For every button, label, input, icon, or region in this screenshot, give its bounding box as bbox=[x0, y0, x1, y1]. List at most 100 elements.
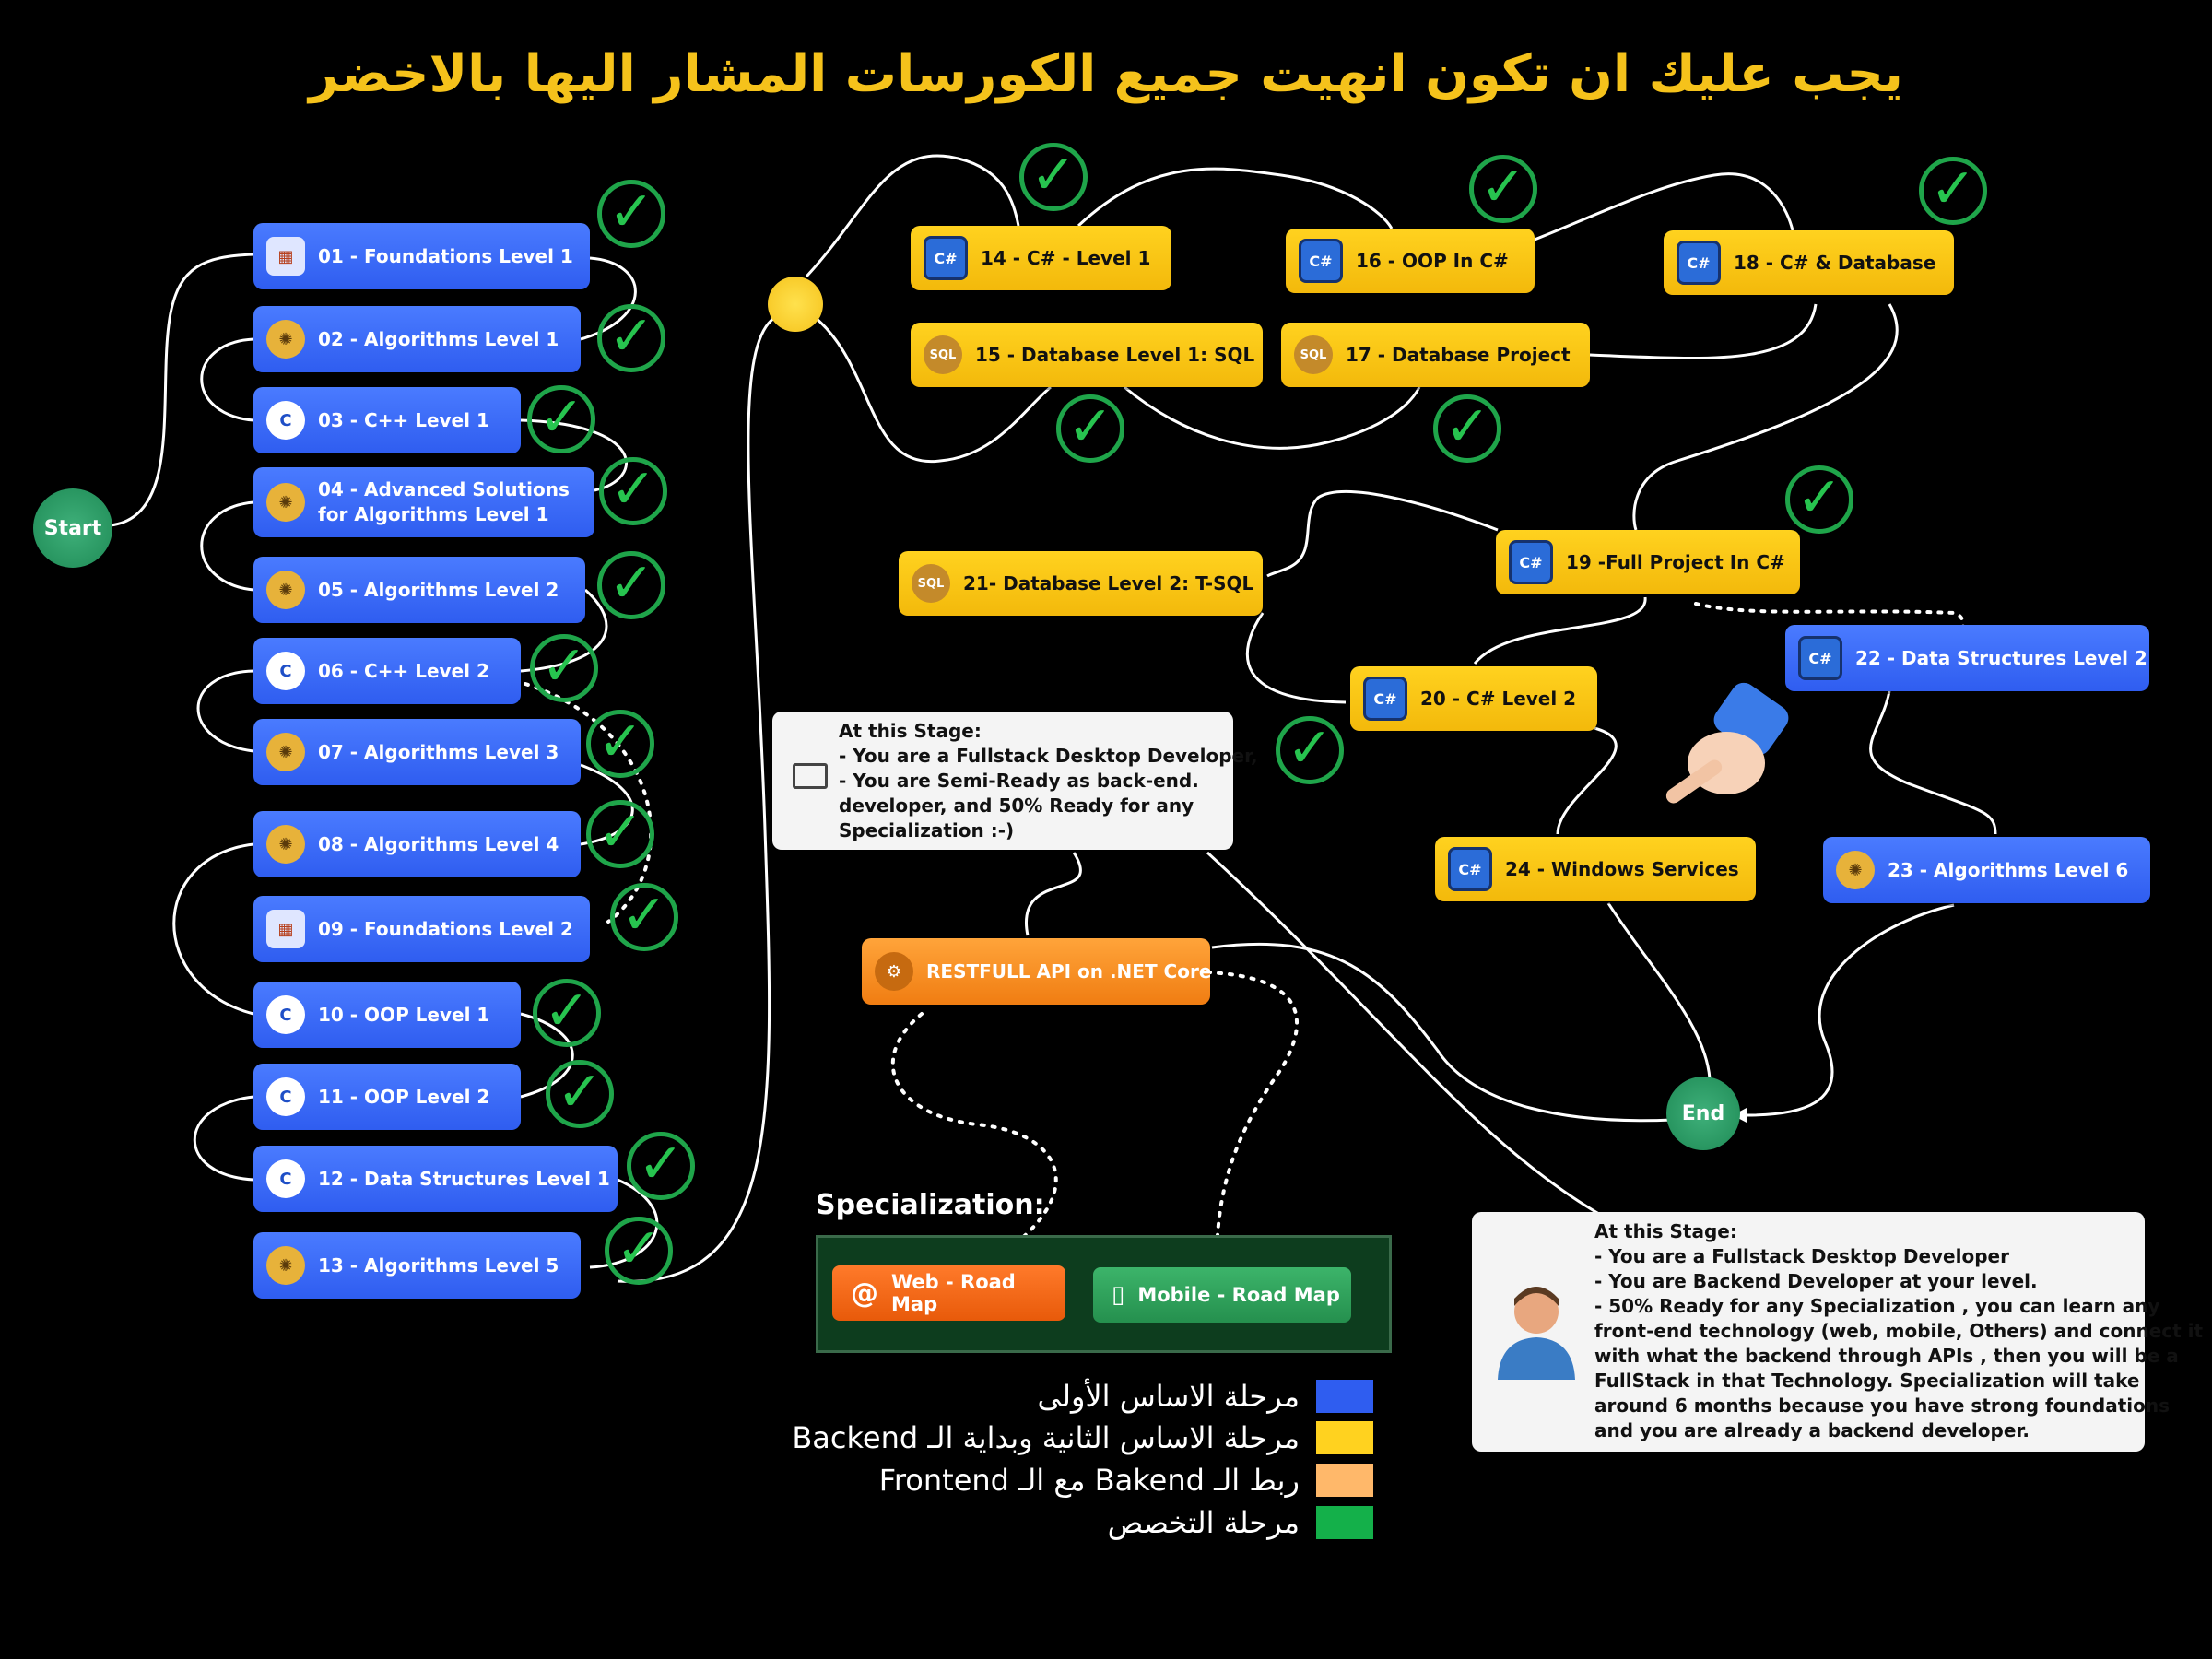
course-12[interactable]: C 12 - Data Structures Level 1 bbox=[253, 1146, 618, 1212]
course-23[interactable]: ✺ 23 - Algorithms Level 6 bbox=[1823, 837, 2150, 903]
end-label: End bbox=[1681, 1101, 1725, 1125]
completed-check-icon: ✓ bbox=[597, 180, 665, 248]
completed-check-icon: ✓ bbox=[1919, 157, 1987, 225]
connector-06-09-dotted bbox=[524, 682, 653, 924]
course-01[interactable]: ▦ 01 - Foundations Level 1 bbox=[253, 223, 590, 289]
cpp-icon: C bbox=[266, 652, 305, 690]
legend-label: مرحلة الاساس الثانية وبداية الـ Backend bbox=[792, 1420, 1300, 1455]
course-14-label: 14 - C# - Level 1 bbox=[981, 246, 1151, 269]
course-04[interactable]: ✺ 04 - Advanced Solutions for Algorithms… bbox=[253, 467, 594, 537]
connector-19-20 bbox=[1473, 596, 1647, 665]
completed-check-icon: ✓ bbox=[597, 304, 665, 372]
course-09[interactable]: ▦ 09 - Foundations Level 2 bbox=[253, 896, 590, 962]
legend-item: ربط الـ Bakend مع الـ Frontend bbox=[645, 1463, 1373, 1498]
legend-label: مرحلة التخصص bbox=[1107, 1505, 1300, 1540]
note2-line: - 50% Ready for any Specialization , you… bbox=[1594, 1295, 2160, 1317]
web-roadmap-button[interactable]: @ Web - Road Map bbox=[832, 1265, 1065, 1321]
course-19[interactable]: C# 19 -Full Project In C# bbox=[1496, 530, 1800, 594]
brain-icon: ✺ bbox=[266, 571, 305, 609]
sql-database-icon: SQL bbox=[912, 564, 950, 603]
completed-check-icon: ✓ bbox=[1056, 394, 1124, 463]
pointing-hand-icon bbox=[1665, 682, 1789, 804]
course-16[interactable]: C# 16 - OOP In C# bbox=[1286, 229, 1535, 293]
connector-08-10 bbox=[172, 842, 254, 1016]
course-11[interactable]: C 11 - OOP Level 2 bbox=[253, 1064, 521, 1130]
course-02-label: 02 - Algorithms Level 1 bbox=[318, 327, 559, 350]
course-13-label: 13 - Algorithms Level 5 bbox=[318, 1253, 559, 1277]
course-14[interactable]: C# 14 - C# - Level 1 bbox=[911, 226, 1171, 290]
start-label: Start bbox=[43, 516, 102, 540]
completed-check-icon: ✓ bbox=[586, 800, 654, 868]
note1-line: At this Stage: bbox=[839, 720, 982, 742]
connector-11-12 bbox=[193, 1095, 254, 1182]
course-13[interactable]: ✺ 13 - Algorithms Level 5 bbox=[253, 1232, 581, 1299]
course-22[interactable]: C# 22 - Data Structures Level 2 bbox=[1785, 625, 2149, 691]
completed-check-icon: ✓ bbox=[1276, 716, 1344, 784]
course-11-label: 11 - OOP Level 2 bbox=[318, 1085, 490, 1108]
legend-swatch bbox=[1316, 1464, 1373, 1497]
completed-check-icon: ✓ bbox=[546, 1060, 614, 1128]
stage-note-backend: At this Stage: - You are a Fullstack Des… bbox=[1472, 1212, 2204, 1452]
connector-19-22-dotted bbox=[1694, 602, 1965, 629]
course-22-label: 22 - Data Structures Level 2 bbox=[1855, 646, 2147, 669]
course-17-label: 17 - Database Project bbox=[1346, 343, 1571, 366]
connector-hub-15 bbox=[815, 316, 1052, 464]
mobile-roadmap-button[interactable]: ▯ Mobile - Road Map bbox=[1093, 1267, 1351, 1323]
course-05[interactable]: ✺ 05 - Algorithms Level 2 bbox=[253, 557, 585, 623]
course-21[interactable]: SQL 21- Database Level 2: T-SQL bbox=[899, 551, 1263, 616]
connector-note1-api bbox=[1024, 852, 1082, 936]
course-24[interactable]: C# 24 - Windows Services bbox=[1435, 837, 1756, 901]
course-05-label: 05 - Algorithms Level 2 bbox=[318, 578, 559, 601]
gears-icon: ⚙ bbox=[875, 952, 913, 991]
course-15-label: 15 - Database Level 1: SQL bbox=[975, 343, 1255, 366]
csharp-monitor-icon: C# bbox=[1677, 241, 1721, 285]
connector-02-03 bbox=[200, 337, 254, 422]
legend-swatch bbox=[1316, 1506, 1373, 1539]
legend-swatch bbox=[1316, 1421, 1373, 1454]
connector-16-18 bbox=[1534, 172, 1794, 241]
restful-api-node[interactable]: ⚙ RESTFULL API on .NET Core bbox=[862, 938, 1212, 1005]
note2-line: front-end technology (web, mobile, Other… bbox=[1594, 1320, 2204, 1342]
page-title: يجب عليك ان تكون انهيت جميع الكورسات الم… bbox=[309, 44, 1903, 104]
start-node[interactable]: Start bbox=[33, 488, 112, 568]
connector-note2-note1 bbox=[1206, 851, 1605, 1218]
course-08[interactable]: ✺ 08 - Algorithms Level 4 bbox=[253, 811, 581, 877]
restful-api-label: RESTFULL API on .NET Core bbox=[926, 959, 1212, 982]
note1-line: developer, and 50% Ready for any bbox=[839, 794, 1194, 817]
junction-hub bbox=[768, 276, 823, 332]
specialization-label: Specialization: bbox=[816, 1189, 1045, 1221]
course-06[interactable]: C 06 - C++ Level 2 bbox=[253, 638, 521, 704]
note2-line: FullStack in that Technology. Specializa… bbox=[1594, 1370, 2140, 1392]
course-18[interactable]: C# 18 - C# & Database bbox=[1664, 230, 1954, 295]
course-17[interactable]: SQL 17 - Database Project bbox=[1281, 323, 1590, 387]
course-21-label: 21- Database Level 2: T-SQL bbox=[963, 571, 1254, 594]
completed-check-icon: ✓ bbox=[627, 1132, 695, 1200]
connector-06-07 bbox=[196, 669, 254, 753]
connector-15-17 bbox=[1124, 385, 1421, 450]
course-16-label: 16 - OOP In C# bbox=[1356, 249, 1509, 272]
course-04-label: 04 - Advanced Solutions for Algorithms L… bbox=[318, 477, 570, 527]
course-20[interactable]: C# 20 - C# Level 2 bbox=[1350, 666, 1597, 731]
legend-item: مرحلة الاساس الثانية وبداية الـ Backend bbox=[645, 1420, 1373, 1455]
connector-start-01 bbox=[110, 253, 254, 527]
completed-check-icon: ✓ bbox=[605, 1217, 673, 1285]
course-15[interactable]: SQL 15 - Database Level 1: SQL bbox=[911, 323, 1263, 387]
csharp-monitor-icon: C# bbox=[1509, 540, 1553, 584]
brick-wall-icon: ▦ bbox=[266, 237, 305, 276]
csharp-monitor-icon: C# bbox=[924, 236, 968, 280]
end-node[interactable]: End bbox=[1666, 1077, 1740, 1150]
brain-icon: ✺ bbox=[266, 483, 305, 522]
note2-line: and you are already a backend developer. bbox=[1594, 1419, 2030, 1441]
course-10[interactable]: C 10 - OOP Level 1 bbox=[253, 982, 521, 1048]
course-07[interactable]: ✺ 07 - Algorithms Level 3 bbox=[253, 719, 581, 785]
connector-21-20 bbox=[1245, 612, 1347, 704]
note1-line: - You are a Fullstack Desktop Developer, bbox=[839, 745, 1258, 767]
csharp-monitor-icon: C# bbox=[1798, 636, 1842, 680]
laptop-icon bbox=[793, 763, 828, 789]
course-03[interactable]: C 03 - C++ Level 1 bbox=[253, 387, 521, 453]
cpp-icon: C bbox=[266, 1077, 305, 1116]
completed-check-icon: ✓ bbox=[610, 883, 678, 951]
course-12-label: 12 - Data Structures Level 1 bbox=[318, 1167, 610, 1190]
course-02[interactable]: ✺ 02 - Algorithms Level 1 bbox=[253, 306, 581, 372]
course-24-label: 24 - Windows Services bbox=[1505, 857, 1739, 880]
